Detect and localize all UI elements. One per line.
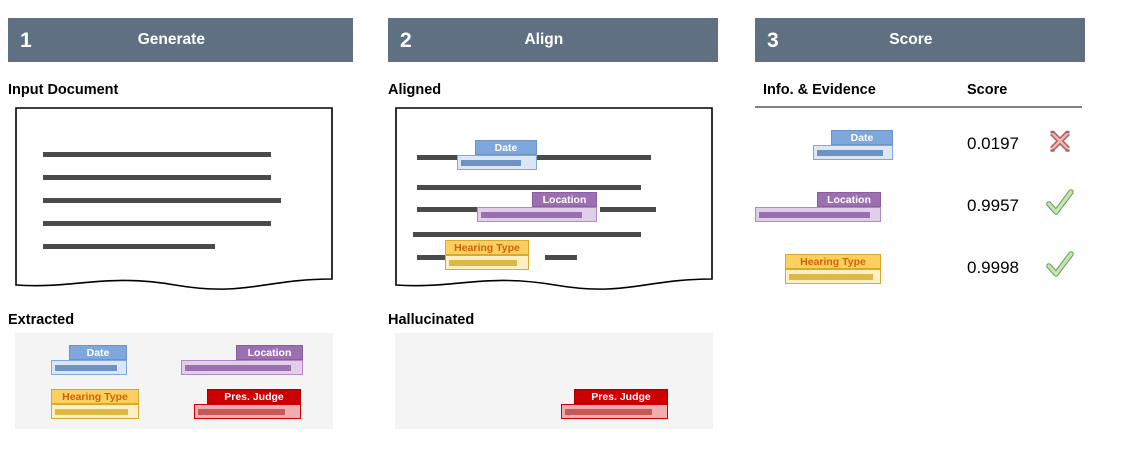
chip-label: Location — [532, 192, 597, 207]
hallucinated-items-tray: Pres. Judge — [395, 333, 713, 429]
chip-evidence-box — [51, 360, 127, 375]
evidence-chip-pres_judge-extracted: Pres. Judge — [194, 389, 301, 419]
score-value: 0.9957 — [967, 196, 1019, 215]
document-text-line — [417, 185, 641, 190]
evidence-chip-location-extracted: Location — [181, 345, 303, 375]
step-header-score: 3 Score — [755, 18, 1085, 62]
chip-evidence-bar — [185, 364, 291, 371]
evidence-chip-hearing_type-score: Hearing Type — [785, 254, 881, 284]
chip-label: Date — [69, 345, 127, 360]
chip-evidence-bar — [198, 408, 285, 415]
step-title: Score — [889, 31, 933, 49]
chip-label: Date — [475, 140, 537, 155]
chip-evidence-bar — [817, 149, 883, 156]
step-number: 1 — [20, 28, 32, 52]
panel-score: 3 Score Info. & Evidence Score Date 0.019… — [755, 0, 1085, 456]
document-text-line — [43, 175, 271, 180]
document-text-line — [413, 232, 641, 237]
score-table-row: Location 0.9957 — [755, 178, 1085, 238]
aligned-label: Aligned — [388, 82, 442, 98]
check-icon — [1045, 250, 1075, 280]
chip-evidence-box — [181, 360, 303, 375]
chip-evidence-bar — [759, 211, 870, 218]
document-text-line — [43, 244, 215, 249]
chip-evidence-box — [755, 207, 881, 222]
evidence-chip-date-aligned: Date — [457, 140, 537, 170]
chip-label: Location — [817, 192, 881, 207]
chip-label: Hearing Type — [51, 389, 139, 404]
chip-evidence-box — [51, 404, 139, 419]
document-text-line — [43, 221, 271, 226]
step-header-align: 2 Align — [388, 18, 718, 62]
document-text-line — [417, 207, 477, 212]
score-value: 0.9998 — [967, 258, 1019, 277]
column-header-info-evidence: Info. & Evidence — [763, 82, 876, 98]
step-title: Generate — [137, 31, 205, 49]
table-header-divider — [755, 106, 1082, 108]
step-number: 3 — [767, 28, 779, 52]
document-text-line — [417, 155, 457, 160]
step-header-generate: 1 Generate — [8, 18, 353, 62]
document-text-lines — [395, 107, 713, 290]
chip-evidence-bar — [55, 364, 117, 371]
extracted-label: Extracted — [8, 312, 75, 328]
chip-evidence-bar — [55, 408, 128, 415]
column-header-score: Score — [967, 82, 1008, 98]
document-text-line — [600, 207, 656, 212]
score-table-row: Date 0.0197 — [755, 116, 1085, 176]
evidence-chip-hearing_type-extracted: Hearing Type — [51, 389, 139, 419]
chip-label: Pres. Judge — [574, 389, 668, 404]
evidence-chip-date-extracted: Date — [51, 345, 127, 375]
chip-label: Hearing Type — [785, 254, 881, 269]
document-text-line — [43, 198, 281, 203]
input-document-label: Input Document — [8, 82, 119, 98]
chip-evidence-bar — [449, 259, 517, 266]
chip-evidence-box — [561, 404, 668, 419]
cross-icon — [1045, 126, 1075, 156]
chip-evidence-box — [194, 404, 301, 419]
chip-label: Location — [236, 345, 303, 360]
input-document-sheet — [15, 107, 333, 290]
evidence-chip-location-aligned: Location — [477, 192, 597, 222]
chip-evidence-bar — [461, 159, 521, 166]
chip-label: Pres. Judge — [207, 389, 301, 404]
chip-evidence-box — [785, 269, 881, 284]
chip-evidence-box — [813, 145, 893, 160]
evidence-chip-hearing_type-aligned: Hearing Type — [445, 240, 529, 270]
evidence-chip-location-score: Location — [755, 192, 881, 222]
document-text-line — [417, 255, 449, 260]
chip-evidence-bar — [565, 408, 652, 415]
document-text-line — [537, 155, 651, 160]
step-number: 2 — [400, 28, 412, 52]
evidence-chip-pres_judge-hallucinated: Pres. Judge — [561, 389, 668, 419]
document-text-line — [43, 152, 271, 157]
chip-label: Date — [831, 130, 893, 145]
score-value: 0.0197 — [967, 134, 1019, 153]
chip-evidence-box — [457, 155, 537, 170]
chip-evidence-bar — [789, 273, 873, 280]
chip-evidence-box — [445, 255, 529, 270]
score-table-row: Hearing Type 0.9998 — [755, 240, 1085, 300]
panel-generate: 1 Generate Input Document Extracted Date… — [8, 0, 353, 456]
chip-label: Hearing Type — [445, 240, 529, 255]
evidence-chip-date-score: Date — [813, 130, 893, 160]
step-title: Align — [524, 31, 564, 49]
hallucinated-label: Hallucinated — [388, 312, 475, 328]
document-text-lines — [15, 107, 333, 290]
chip-evidence-box — [477, 207, 597, 222]
document-text-line — [545, 255, 577, 260]
check-icon — [1045, 188, 1075, 218]
chip-evidence-bar — [481, 211, 582, 218]
